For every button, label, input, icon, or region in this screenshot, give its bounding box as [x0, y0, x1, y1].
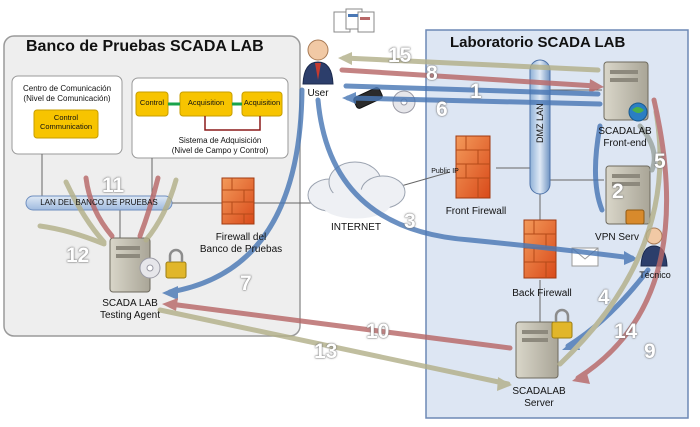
arrow-5: [637, 123, 657, 173]
right-panel-title: Laboratorio SCADA LAB: [450, 34, 626, 51]
flow-arrows: [37, 52, 670, 391]
disc-icon: [139, 257, 161, 279]
front-firewall-icon: [455, 135, 491, 199]
flow-number-14: 14: [614, 320, 638, 343]
flow-number-7: 7: [240, 272, 252, 295]
flow-number-12: 12: [66, 244, 90, 267]
frontend-label-2: Front-end: [603, 138, 647, 149]
testbed-firewall-label-1: Firewall del: [215, 232, 267, 243]
testing-agent-label-2: Testing Agent: [99, 310, 161, 321]
flow-number-5: 5: [654, 150, 666, 173]
arrow-13: [157, 307, 511, 387]
vpn-server-label: VPN Serv: [595, 232, 639, 243]
testing-agent-label-1: SCADA LAB: [102, 298, 158, 309]
control-communication-label-1: Control: [53, 113, 79, 122]
back-firewall-label: Back Firewall: [512, 288, 572, 299]
arrow-12a: [63, 179, 107, 245]
arrow-10: [167, 301, 513, 351]
arrow-11a: [83, 175, 115, 239]
arrow-11b: [137, 175, 161, 239]
arrow-9: [575, 97, 670, 381]
server-lock-icon: [551, 308, 573, 339]
arrow-12c: [37, 223, 107, 247]
flow-number-2: 2: [612, 180, 624, 203]
scadalab-server-icon: [515, 321, 559, 379]
public-ip-label: Public IP: [431, 168, 459, 175]
arrow-6: [345, 95, 603, 107]
lock-icon: [165, 248, 187, 279]
arrow-3: [315, 97, 635, 261]
frontend-server-icon: [603, 61, 649, 122]
flow-number-8: 8: [426, 62, 438, 85]
acq-system-title-1: Sistema de Adquisición: [178, 136, 262, 145]
internet-cloud: [307, 161, 406, 219]
arrow-12b: [143, 177, 179, 243]
comm-center-title-1: Centro de Comunicación: [22, 84, 112, 93]
server-label-2: Server: [524, 398, 554, 409]
arrow-14: [557, 109, 663, 367]
control-communication-box: [33, 109, 99, 139]
frontend-label-1: SCADALAB: [598, 126, 652, 137]
comm-center-title-2: (Nivel de Comunicación): [23, 94, 111, 103]
acq-acquisition-label-2: Acquisition: [243, 98, 281, 107]
arrow-4: [565, 267, 651, 349]
lan-bar-label: LAN DEL BANCO DE PRUEBAS: [40, 198, 158, 207]
flow-number-1: 1: [470, 80, 482, 103]
dmz-lan-label: DMZ LAN: [534, 103, 545, 143]
server-label-1: SCADALAB: [512, 386, 566, 397]
documents-icon: [333, 8, 375, 33]
testbed-firewall-icon: [221, 177, 255, 225]
user-avatar-icon: [302, 39, 334, 85]
arrow-2: [593, 123, 605, 213]
flow-number-4: 4: [598, 286, 610, 309]
flow-number-13: 13: [314, 340, 338, 363]
flow-number-6: 6: [436, 98, 448, 121]
internet-label: INTERNET: [331, 222, 381, 233]
testbed-firewall-label-2: Banco de Pruebas: [199, 244, 283, 255]
arrow-1: [343, 83, 601, 97]
tecnico-label: Técnico: [639, 270, 671, 280]
arrow-7: [167, 87, 305, 295]
left-panel-title: Banco de Pruebas SCADA LAB: [26, 38, 264, 55]
acq-bracket: [204, 116, 261, 131]
flow-number-9: 9: [644, 340, 656, 363]
acq-control-label: Control: [139, 98, 165, 107]
control-communication-label-2: Communication: [39, 122, 93, 131]
arrow-8: [339, 67, 599, 89]
front-firewall-label: Front Firewall: [445, 206, 507, 217]
arrow-15: [341, 55, 601, 73]
user-label: User: [307, 88, 329, 99]
flow-number-11: 11: [102, 174, 125, 197]
acq-system-title-2: (Nivel de Campo y Control): [171, 146, 269, 155]
acq-acquisition-label-1: Acquisition: [187, 98, 225, 107]
flow-number-10: 10: [366, 320, 390, 343]
flow-number-15: 15: [388, 44, 412, 67]
flow-number-3: 3: [404, 210, 416, 233]
vpn-server-icon: [605, 165, 651, 225]
